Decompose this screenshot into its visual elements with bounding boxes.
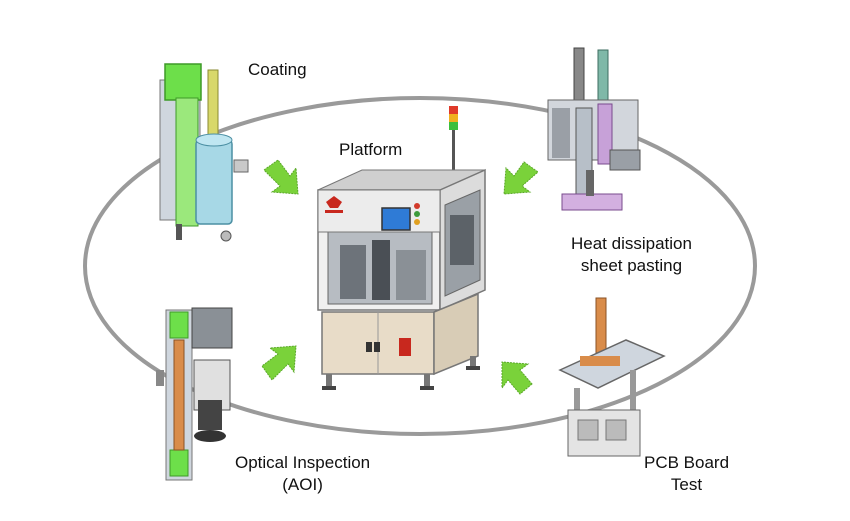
inward-arrow-icon bbox=[501, 361, 533, 395]
optical-inspection-label: Optical Inspection (AOI) bbox=[235, 452, 370, 496]
platform-machine-image bbox=[317, 106, 486, 390]
aoi-module-image bbox=[156, 307, 233, 481]
inward-arrow-icon bbox=[503, 161, 539, 195]
heat-dissipation-label-line2: sheet pasting bbox=[580, 256, 683, 275]
pcb-board-test-label: PCB Board Test bbox=[644, 452, 729, 496]
inward-arrow-icon bbox=[263, 159, 299, 195]
platform-label-text: Platform bbox=[339, 140, 403, 159]
platform-label: Platform bbox=[339, 139, 402, 161]
heat-dissipation-module-image bbox=[547, 47, 641, 211]
pcb-board-test-label-line2: Test bbox=[670, 475, 703, 494]
coating-label: Coating bbox=[248, 59, 307, 81]
pcb-board-test-label-line1: PCB Board bbox=[644, 453, 730, 472]
inward-arrow-icon bbox=[261, 345, 297, 381]
optical-inspection-label-line1: Optical Inspection bbox=[235, 453, 371, 472]
optical-inspection-label-line2: (AOI) bbox=[282, 475, 323, 494]
coating-module-image bbox=[159, 63, 249, 242]
pcb-test-module-image bbox=[558, 297, 666, 457]
cycle-ellipse bbox=[83, 96, 757, 436]
heat-dissipation-label: Heat dissipation sheet pasting bbox=[571, 233, 692, 277]
heat-dissipation-label-line1: Heat dissipation bbox=[571, 234, 692, 253]
coating-label-text: Coating bbox=[248, 60, 307, 79]
